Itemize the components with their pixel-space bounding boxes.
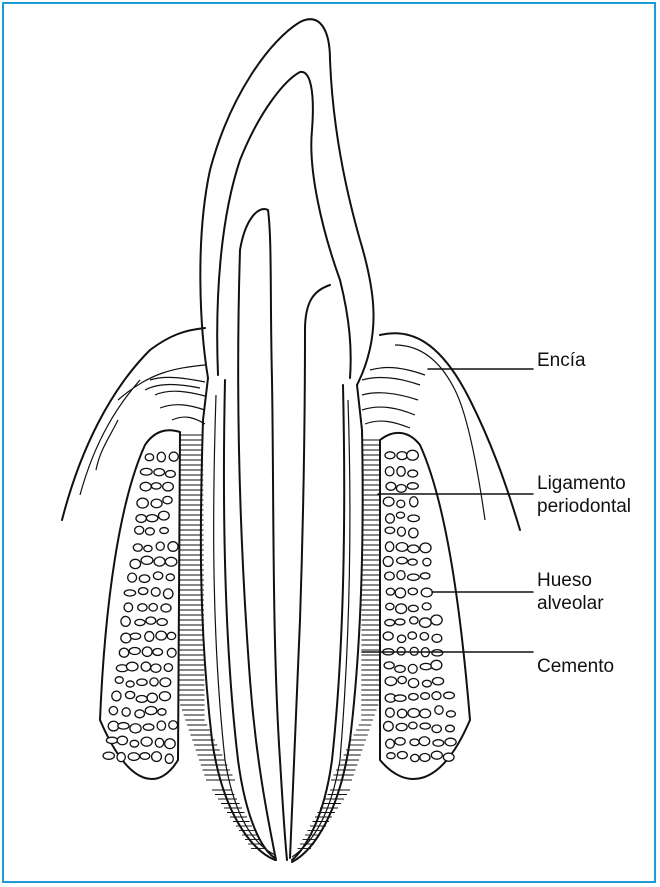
root-outline: [201, 378, 275, 860]
bone-trabeculae: [103, 450, 456, 763]
label-bone-line2: alveolar: [537, 593, 604, 614]
label-gum: Encía: [537, 350, 586, 371]
label-bone-line1: Hueso: [537, 570, 592, 591]
label-ligament-line1: Ligamento: [537, 473, 626, 494]
crown-outline: [200, 19, 373, 385]
pulp-canal: [240, 209, 287, 860]
gum-left: [62, 328, 205, 520]
label-ligament-line2: periodontal: [537, 496, 631, 517]
label-cementum: Cemento: [537, 656, 614, 677]
